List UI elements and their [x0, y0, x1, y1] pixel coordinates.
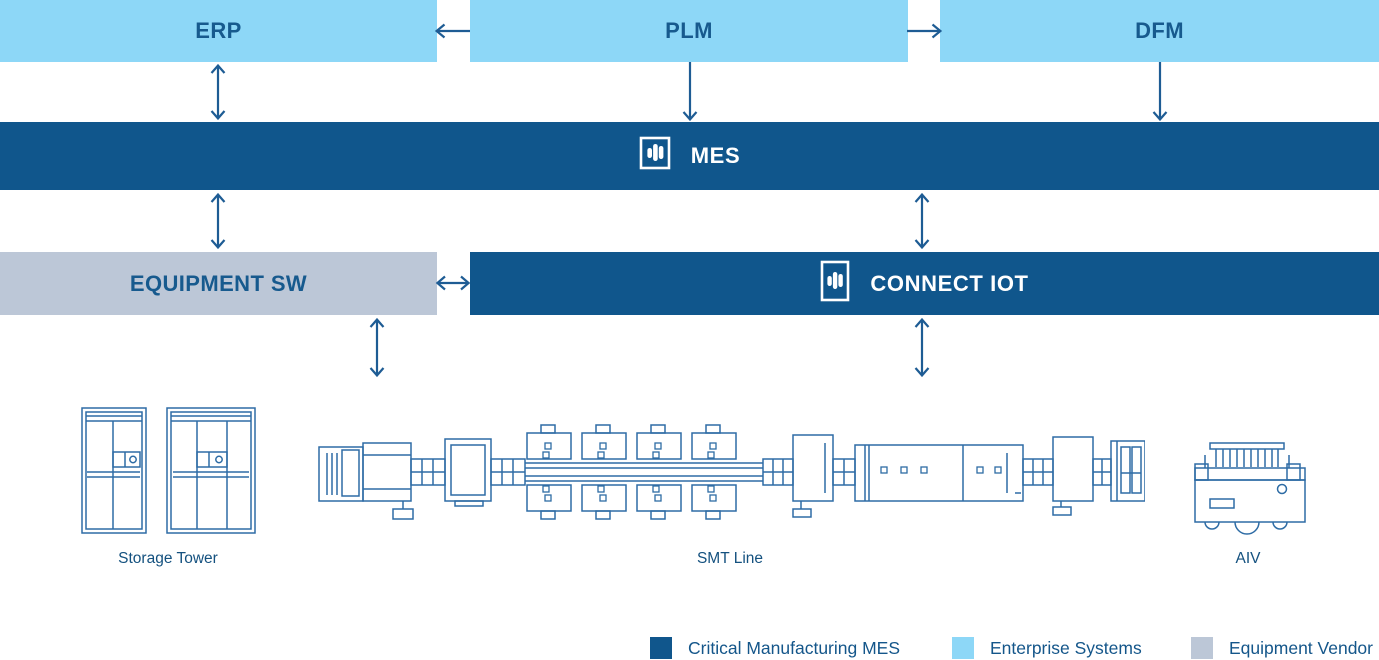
- box-equipment-sw: EQUIPMENT SW: [0, 252, 437, 315]
- aiv-label: AIV: [1235, 550, 1261, 567]
- smt-line-label: SMT Line: [696, 550, 764, 567]
- arrow-mes-equipment-sw-bidirectional: [208, 192, 228, 255]
- arrow-equipment-sw-connect-iot-bidirectional: [434, 273, 472, 298]
- box-erp: ERP: [0, 0, 437, 62]
- cmf-bars-logo-icon: [820, 260, 850, 308]
- arrow-dfm-to-mes: [1150, 62, 1170, 127]
- legend-swatch-enterprise: [952, 637, 974, 659]
- arrow-equipment-sw-to-equipment: [367, 317, 387, 383]
- legend-item-equipment-vendor: Equipment Vendor: [1191, 636, 1373, 660]
- legend-swatch-mes: [650, 637, 672, 659]
- aiv-drawing: [1190, 435, 1310, 540]
- legend-label-mes: Critical Manufacturing MES: [688, 637, 901, 658]
- erp-label: ERP: [195, 18, 242, 43]
- arrow-plm-to-dfm: [905, 21, 943, 46]
- legend-item-critical-manufacturing-mes: Critical Manufacturing MES: [650, 636, 900, 660]
- bar-mes: MES: [0, 122, 1379, 190]
- legend-swatch-vendor: [1191, 637, 1213, 659]
- legend-item-enterprise-systems: Enterprise Systems: [952, 636, 1142, 660]
- legend-label-vendor: Equipment Vendor: [1229, 637, 1373, 658]
- smt-line-drawing: [315, 423, 1146, 532]
- plm-label: PLM: [665, 18, 713, 43]
- cmf-bars-logo-icon: [639, 136, 671, 176]
- arrow-plm-to-mes: [680, 62, 700, 127]
- mes-label: MES: [690, 143, 741, 168]
- arrow-connect-iot-to-equipment: [912, 317, 932, 383]
- box-dfm: DFM: [940, 0, 1379, 62]
- dfm-label: DFM: [1135, 18, 1184, 43]
- arrow-erp-mes-bidirectional: [208, 63, 228, 126]
- equipment-sw-label: EQUIPMENT SW: [129, 270, 308, 296]
- bar-connect-iot: CONNECT IOT: [470, 252, 1379, 315]
- legend-label-enterprise: Enterprise Systems: [990, 637, 1142, 658]
- arrow-mes-connect-iot-bidirectional: [912, 192, 932, 255]
- storage-tower-label: Storage Tower: [118, 550, 218, 567]
- connect-iot-label: CONNECT IOT: [870, 270, 1029, 296]
- storage-tower-drawing: [78, 405, 258, 540]
- box-plm: PLM: [470, 0, 908, 62]
- arrow-plm-to-erp: [434, 21, 472, 46]
